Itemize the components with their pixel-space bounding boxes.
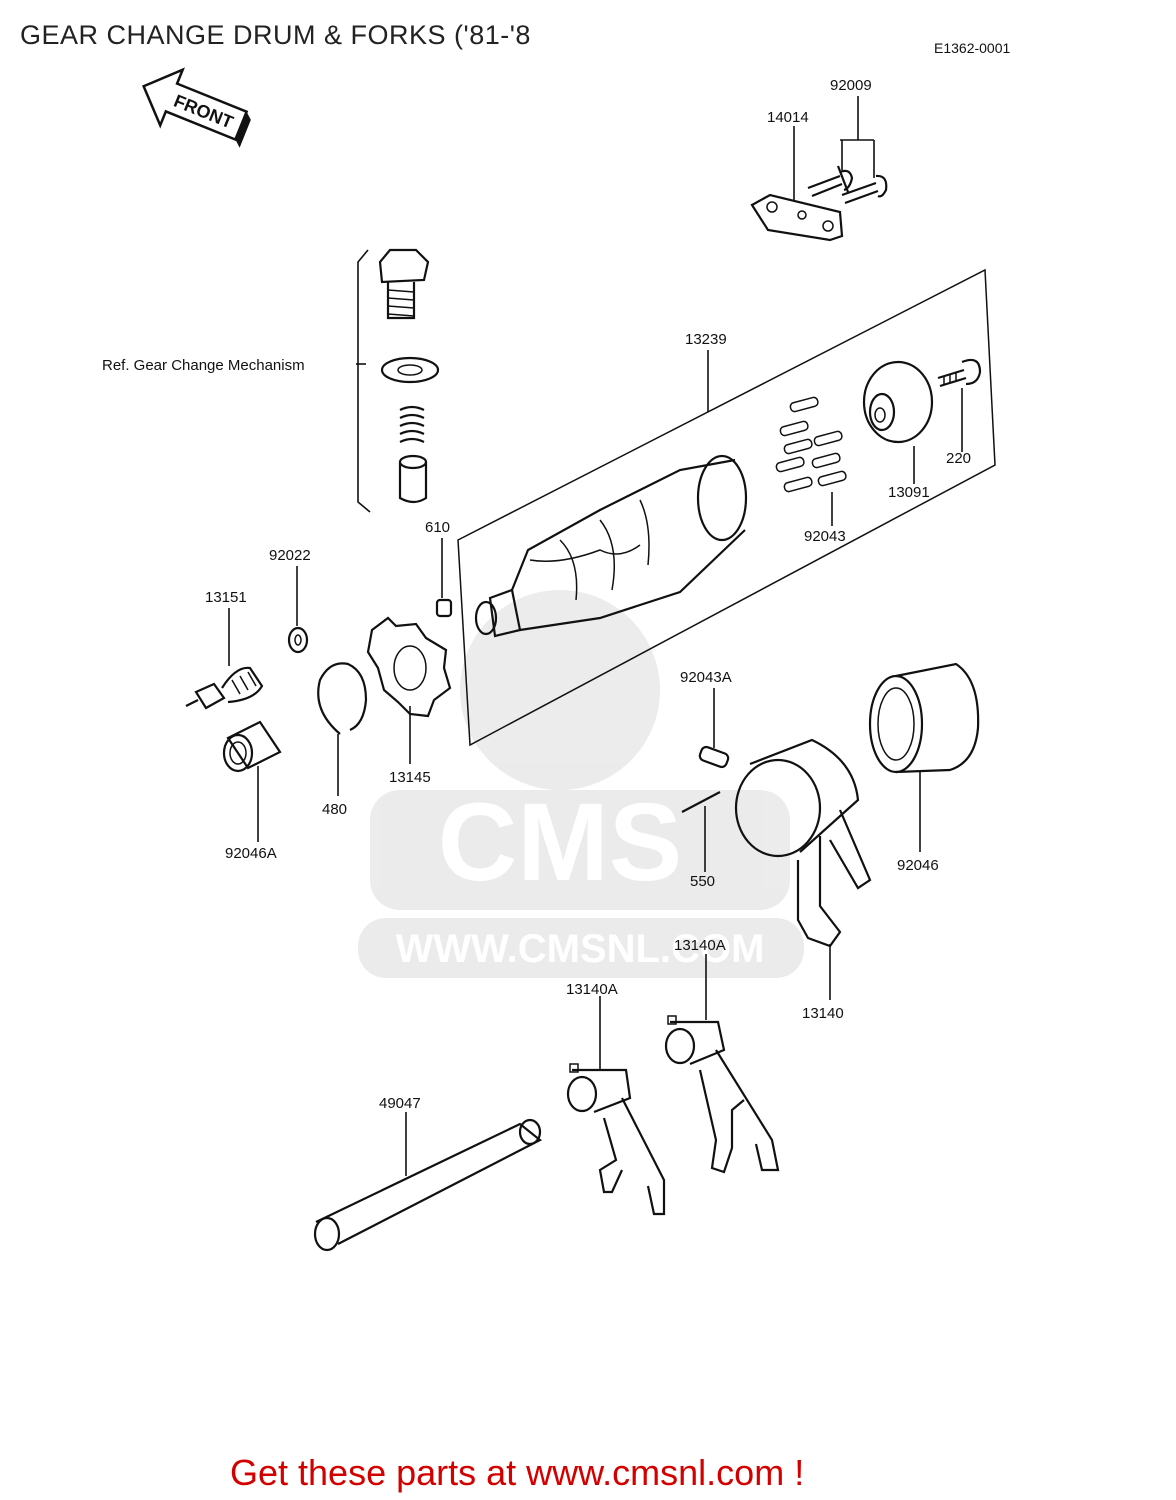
front-arrow: FRONT xyxy=(142,67,251,148)
gear-change-drum-13239 xyxy=(474,454,748,638)
callout-14014: 14014 xyxy=(767,109,809,126)
diagram-code: E1362-0001 xyxy=(934,40,1011,56)
washer-92022 xyxy=(287,626,309,654)
callout-13145: 13145 xyxy=(389,769,431,786)
callout-550: 550 xyxy=(690,873,715,890)
callout-49047: 49047 xyxy=(379,1095,421,1112)
callout-13091: 13091 xyxy=(888,484,930,501)
shift-fork-13140A-right xyxy=(664,1015,780,1174)
callout-labels: 92009 14014 13239 220 13091 92043 610 92… xyxy=(205,77,971,1112)
callout-13140A-right: 13140A xyxy=(674,937,726,954)
callout-92046: 92046 xyxy=(897,857,939,874)
plate-14014 xyxy=(750,193,844,242)
callout-220: 220 xyxy=(946,450,971,467)
callout-92009: 92009 xyxy=(830,77,872,94)
callout-92043A: 92043A xyxy=(680,669,732,686)
screw-220 xyxy=(937,358,982,388)
pin-550 xyxy=(681,791,721,813)
footer-link[interactable]: Get these parts at www.cmsnl.com ! xyxy=(230,1452,805,1493)
needle-bearing-92046A xyxy=(222,720,282,773)
callout-92043: 92043 xyxy=(804,528,846,545)
callout-92022: 92022 xyxy=(269,547,311,564)
circlip-480 xyxy=(317,662,368,735)
page-title: GEAR CHANGE DRUM & FORKS ('81-'8 xyxy=(20,20,531,50)
callout-13140: 13140 xyxy=(802,1005,844,1022)
gear-change-mechanism-parts xyxy=(378,248,440,504)
pin-92043A xyxy=(698,745,730,769)
shift-rod-49047 xyxy=(313,1118,543,1252)
pins-92043 xyxy=(775,396,847,493)
watermark-brand: CMS xyxy=(438,781,682,904)
callout-610: 610 xyxy=(425,519,450,536)
callout-13140A-left: 13140A xyxy=(566,981,618,998)
neutral-switch-13151 xyxy=(185,666,264,710)
callout-480: 480 xyxy=(322,801,347,818)
reference-bracket xyxy=(357,249,371,513)
needle-bearing-92046 xyxy=(868,662,980,774)
watermark-url: WWW.CMSNL.COM xyxy=(396,927,765,971)
reference-note: Ref. Gear Change Mechanism xyxy=(102,357,305,374)
drum-cap-13091 xyxy=(862,360,934,444)
shift-fork-13140A-left xyxy=(566,1063,666,1216)
callout-13151: 13151 xyxy=(205,589,247,606)
leader-lines xyxy=(228,96,963,1176)
callout-13239: 13239 xyxy=(685,331,727,348)
screws-92009 xyxy=(807,165,888,205)
pin-610 xyxy=(435,598,453,618)
callout-92046A: 92046A xyxy=(225,845,277,862)
drum-assembly-frame xyxy=(457,268,996,747)
watermark: CMS WWW.CMSNL.COM xyxy=(358,590,804,978)
star-plate-13145 xyxy=(366,616,452,718)
